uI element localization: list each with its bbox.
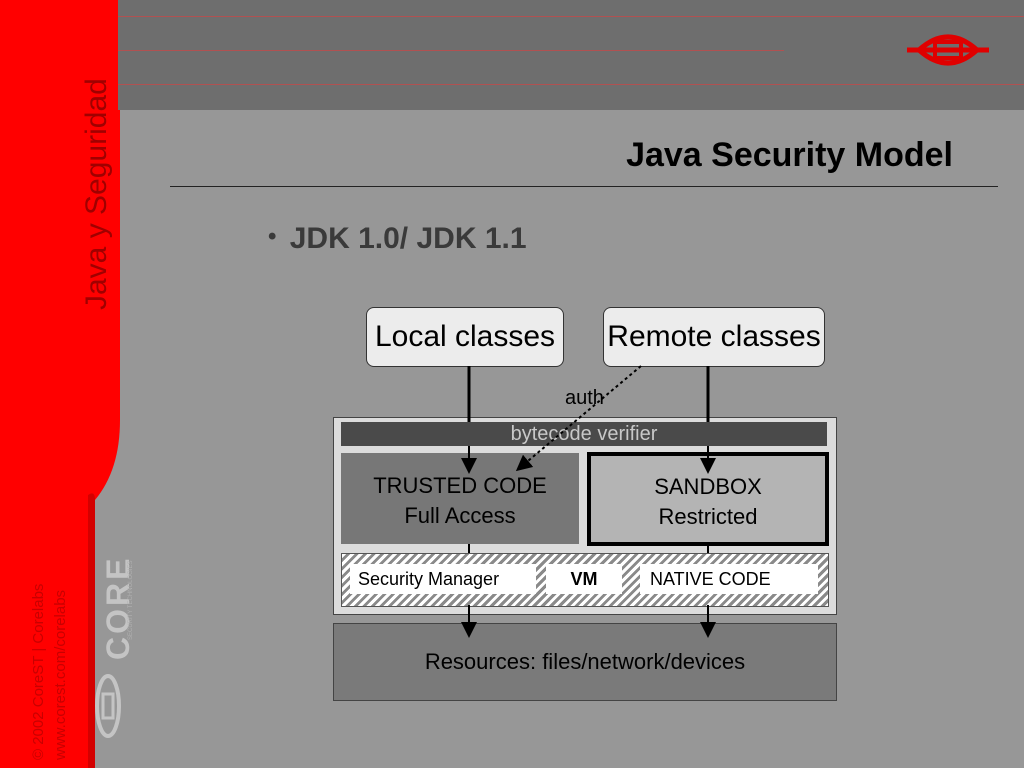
bullet-text: JDK 1.0/ JDK 1.1 [289, 222, 527, 255]
security-manager-label: Security Manager [358, 569, 500, 589]
bytecode-verifier-label: bytecode verifier [510, 423, 658, 445]
trusted-code-box: TRUSTED CODE Full Access [341, 453, 579, 544]
header-bar [118, 0, 1024, 110]
full-access-label: Full Access [404, 503, 516, 528]
bytecode-verifier-bar: bytecode verifier [341, 422, 827, 446]
native-code-box: NATIVE CODE [640, 564, 818, 594]
sandbox-label: SANDBOX [654, 474, 762, 499]
vm-label: VM [570, 569, 598, 589]
security-manager-box: Security Manager [350, 564, 536, 594]
slide-title: Java Security Model [626, 136, 953, 174]
resources-box: Resources: files/network/devices [333, 623, 837, 701]
native-code-label: NATIVE CODE [650, 569, 771, 589]
resources-label: Resources: files/network/devices [424, 649, 746, 674]
trusted-code-label: TRUSTED CODE [373, 473, 547, 498]
bullet-item: • JDK 1.0/ JDK 1.1 [268, 222, 527, 256]
vm-box: VM [546, 564, 622, 594]
bullet-marker: • [268, 223, 290, 250]
local-classes-box: Local classes [366, 307, 564, 367]
restricted-label: Restricted [658, 504, 758, 529]
title-divider [170, 186, 998, 187]
auth-label: auth [565, 387, 604, 409]
remote-classes-box: Remote classes [603, 307, 825, 367]
core-logo-icon [907, 34, 989, 66]
sidebar-logo-icon [95, 674, 121, 738]
auth-dotted-arrow [515, 365, 642, 472]
sidebar [0, 0, 120, 768]
